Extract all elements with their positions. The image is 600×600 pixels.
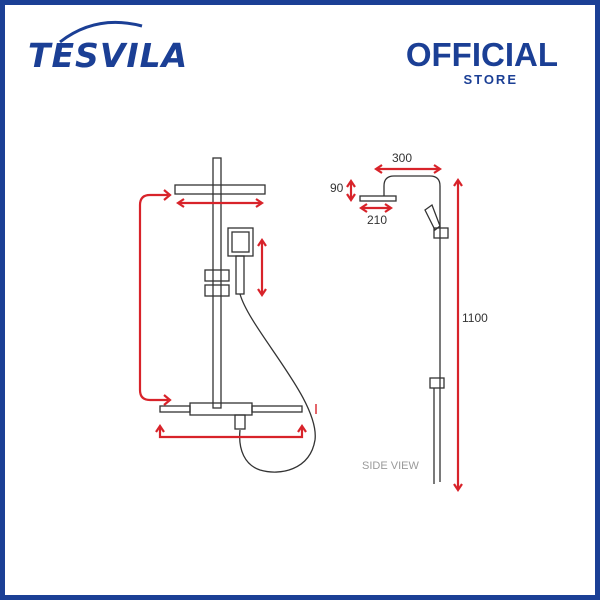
dimension-head-height-label: 90 bbox=[330, 181, 344, 195]
riser-rail bbox=[212, 157, 222, 409]
side-hand-shower bbox=[424, 203, 441, 232]
side-view-dimension-arrows bbox=[346, 164, 463, 492]
side-view bbox=[359, 175, 449, 484]
front-view-dimension-arrows bbox=[138, 189, 317, 439]
rail-height-arrow bbox=[138, 193, 168, 402]
official-label: OFFICIAL bbox=[405, 36, 558, 73]
dimension-head-width-label: 210 bbox=[367, 213, 388, 227]
shower-hose bbox=[239, 293, 316, 473]
side-riser-arm bbox=[383, 175, 441, 482]
side-valve-bracket bbox=[429, 377, 445, 389]
side-shower-head bbox=[359, 195, 397, 202]
side-view-label: SIDE VIEW bbox=[362, 460, 419, 472]
overhead-shower-head bbox=[174, 184, 266, 195]
store-label: STORE bbox=[463, 72, 518, 87]
brand-swoosh-icon bbox=[59, 20, 143, 44]
dimension-arm-width-label: 300 bbox=[392, 151, 413, 165]
dimension-height-label: 1100 bbox=[462, 311, 488, 325]
rail-bracket-lower bbox=[204, 284, 230, 297]
brand-logo: TESVILA bbox=[28, 36, 189, 75]
rail-bracket-upper bbox=[204, 269, 230, 282]
hand-shower-handle bbox=[235, 255, 245, 295]
front-view bbox=[159, 157, 316, 473]
bar-width-arrow bbox=[158, 428, 304, 439]
side-slider-bracket bbox=[433, 227, 449, 239]
